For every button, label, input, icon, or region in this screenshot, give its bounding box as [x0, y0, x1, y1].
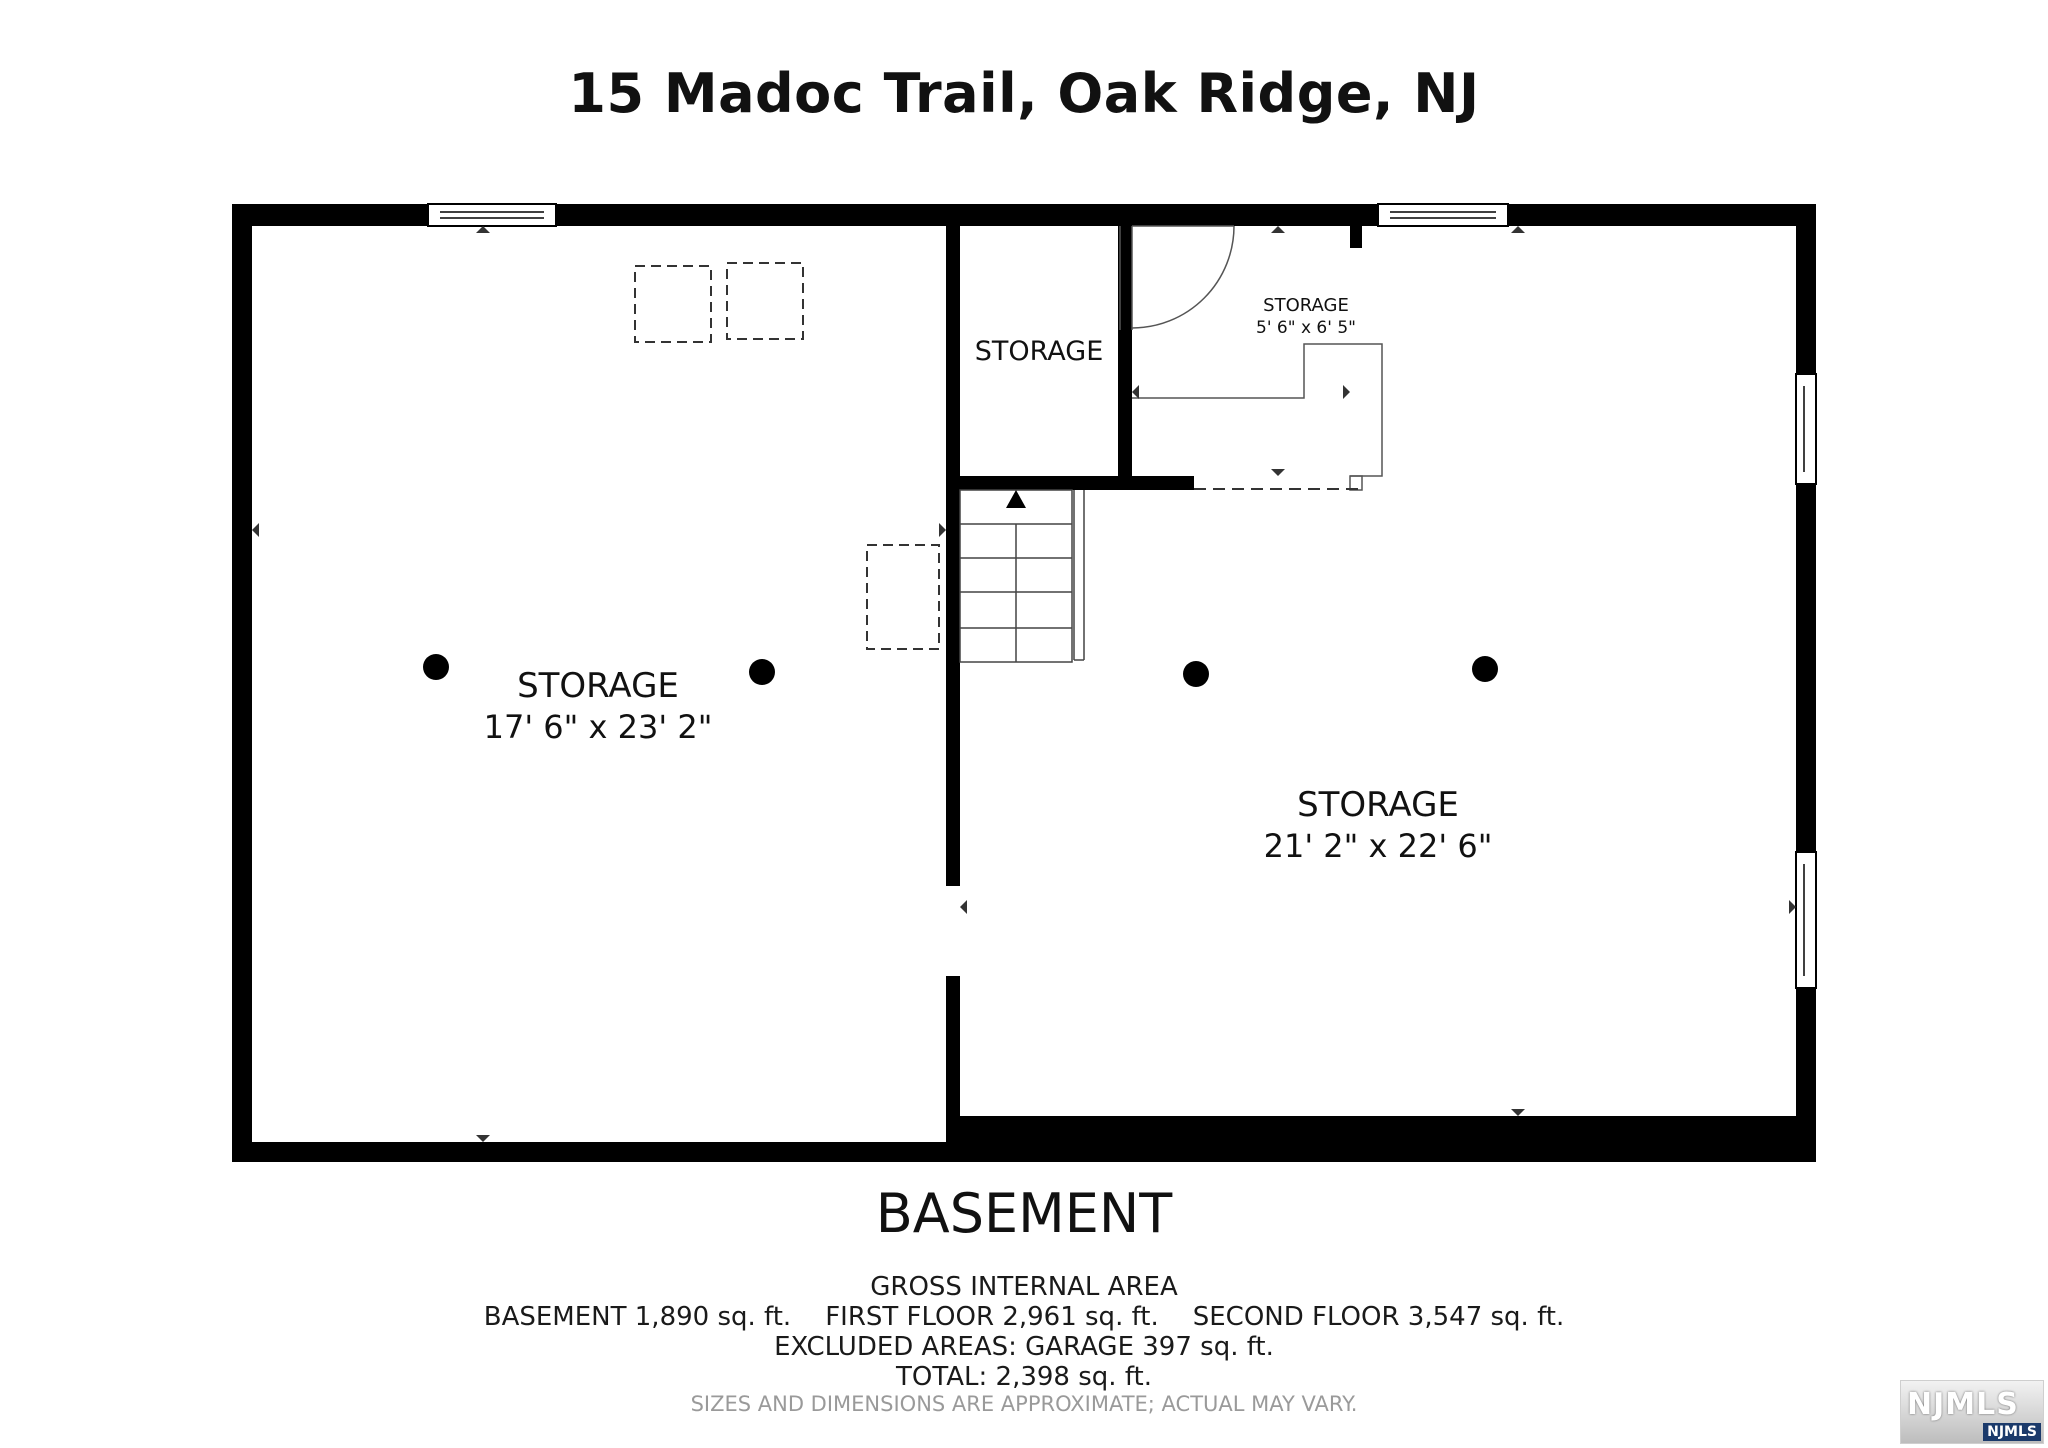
center-wall-upper: [946, 224, 960, 886]
room-name-small-storage: STORAGE: [975, 336, 1104, 367]
stairs-up-arrow-icon: [1006, 490, 1026, 508]
area-basement: BASEMENT 1,890 sq. ft.: [483, 1302, 792, 1332]
closet-shelf: [1132, 343, 1383, 477]
center-wall-lower: [946, 976, 960, 1146]
column: [423, 654, 449, 680]
window-top-left: [427, 203, 557, 227]
room-name-left-storage: STORAGE: [517, 666, 679, 706]
window-right-upper: [1795, 373, 1817, 485]
closet-post: [1349, 475, 1363, 491]
column: [1472, 656, 1498, 682]
dimension-markers: [252, 226, 1796, 1142]
area-total: TOTAL: 2,398 sq. ft.: [896, 1362, 1152, 1392]
windows: [427, 203, 1817, 989]
top-wall-stub: [1350, 224, 1362, 248]
dashed-features: [634, 262, 940, 650]
closet-door: [1119, 225, 1235, 330]
room-dims-closet-storage: 5' 6" x 6' 5": [1256, 318, 1356, 338]
njmls-logo: NJMLS NJMLS: [1900, 1380, 2044, 1444]
room-name-closet-storage: STORAGE: [1263, 295, 1349, 316]
page-title: 15 Madoc Trail, Oak Ridge, NJ: [568, 62, 1480, 125]
room-dims-left-storage: 17' 6" x 23' 2": [484, 708, 713, 746]
area-floors: BASEMENT 1,890 sq. ft. FIRST FLOOR 2,961 …: [0, 1302, 2048, 1332]
column: [749, 659, 775, 685]
floor-name: BASEMENT: [875, 1182, 1173, 1245]
left-wall: [232, 204, 252, 1162]
logo-badge: NJMLS: [1983, 1423, 2041, 1441]
closet-left-wall: [1118, 224, 1132, 482]
room-name-right-storage: STORAGE: [1297, 785, 1459, 825]
stairs: [959, 489, 1085, 663]
window-top-right: [1377, 203, 1509, 227]
storage-bottom-wall: [946, 476, 1194, 490]
interior-walls: [946, 224, 1362, 1146]
window-right-lower: [1795, 851, 1817, 989]
area-second-floor: SECOND FLOOR 3,547 sq. ft.: [1192, 1302, 1565, 1332]
area-first-floor: FIRST FLOOR 2,961 sq. ft.: [825, 1302, 1159, 1332]
columns: [423, 654, 1498, 687]
right-wall: [1796, 204, 1816, 1162]
logo-text: NJMLS: [1907, 1387, 2019, 1422]
area-heading: GROSS INTERNAL AREA: [870, 1272, 1178, 1302]
area-excluded: EXCLUDED AREAS: GARAGE 397 sq. ft.: [774, 1332, 1274, 1362]
column: [1183, 661, 1209, 687]
disclaimer: SIZES AND DIMENSIONS ARE APPROXIMATE; AC…: [690, 1392, 1358, 1416]
room-dims-right-storage: 21' 2" x 22' 6": [1264, 827, 1493, 865]
bottom-thick-wall: [946, 1116, 1816, 1162]
